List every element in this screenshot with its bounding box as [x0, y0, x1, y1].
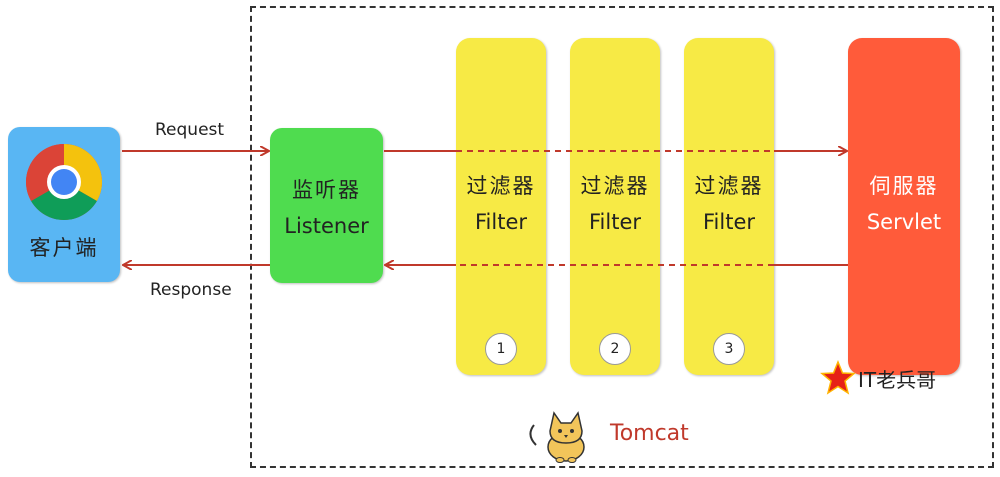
filter-box-1: 过滤器 Filter 1: [456, 38, 546, 375]
filter-1-label-cn: 过滤器: [466, 174, 536, 198]
listener-label-cn: 监听器: [292, 177, 361, 202]
chrome-browser-icon: [26, 143, 102, 220]
filter-1-number-badge: 1: [485, 333, 517, 365]
filter-3-number-badge: 3: [713, 333, 745, 365]
filter-2-number-badge: 2: [599, 333, 631, 365]
filter-box-3: 过滤器 Filter 3: [684, 38, 774, 375]
response-label: Response: [150, 280, 232, 300]
red-star-icon: [820, 360, 856, 395]
watermark-text: IT老兵哥: [858, 368, 937, 392]
client-label: 客户端: [29, 235, 99, 260]
filter-box-2: 过滤器 Filter 2: [570, 38, 660, 375]
tomcat-cat-icon: [529, 411, 585, 463]
servlet-label-en: Servlet: [866, 210, 942, 234]
servlet-box: 伺服器 Servlet: [848, 38, 960, 375]
request-label: Request: [155, 120, 225, 140]
filter-3-label-cn: 过滤器: [694, 174, 764, 198]
listener-label-en: Listener: [284, 213, 369, 238]
servlet-label-cn: 伺服器: [869, 174, 939, 198]
client-box: 客户端: [8, 127, 120, 282]
tomcat-label: Tomcat: [610, 421, 689, 446]
filter-2-label-en: Filter: [588, 210, 641, 234]
filter-3-label-en: Filter: [702, 210, 755, 234]
filter-2-label-cn: 过滤器: [580, 174, 650, 198]
listener-box: 监听器 Listener: [270, 128, 383, 283]
filter-1-label-en: Filter: [474, 210, 527, 234]
tomcat-container-boundary: [250, 6, 994, 468]
